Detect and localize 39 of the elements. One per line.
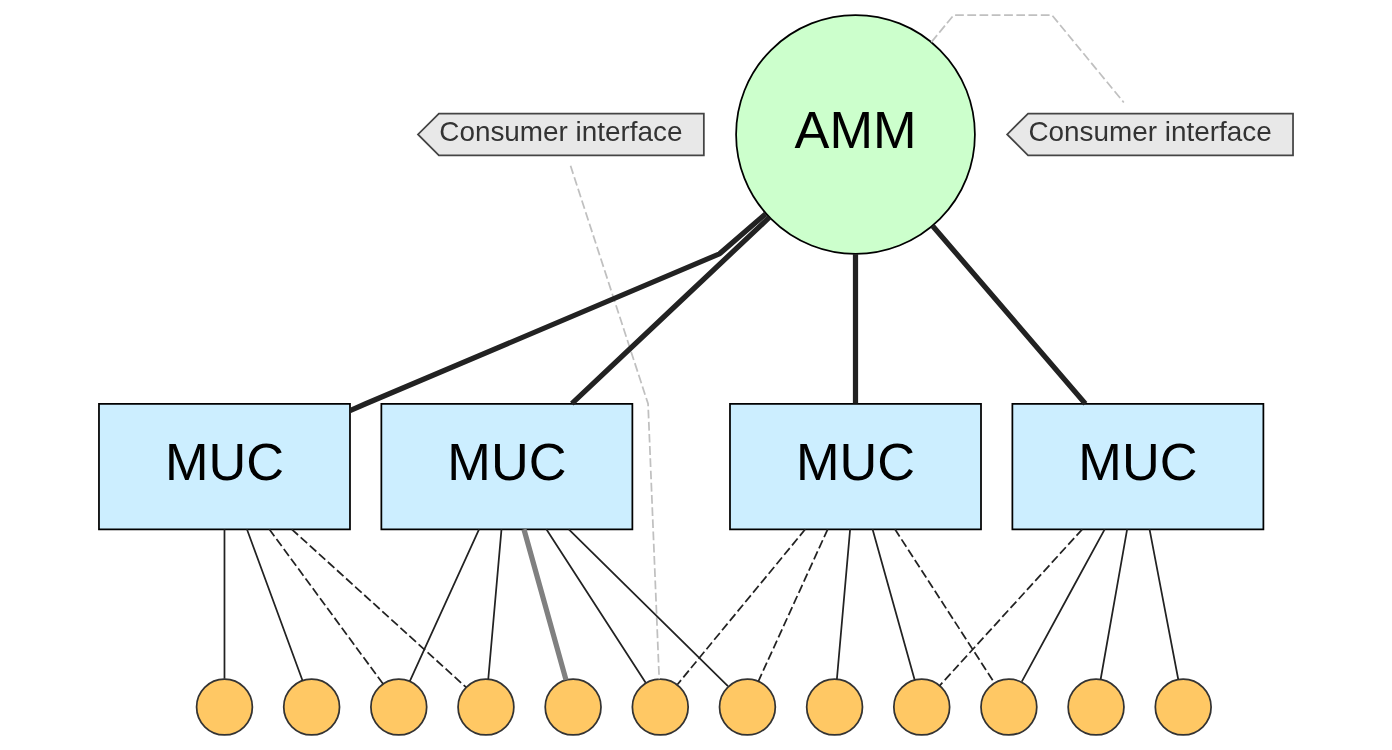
connector bbox=[409, 528, 480, 682]
connector bbox=[290, 528, 467, 689]
node-circle bbox=[370, 678, 428, 736]
connector bbox=[930, 14, 1125, 104]
connector bbox=[349, 212, 768, 413]
node-circle bbox=[893, 678, 951, 736]
node-circle bbox=[195, 678, 254, 736]
connector bbox=[1099, 528, 1128, 681]
connector bbox=[521, 528, 569, 681]
connector bbox=[1148, 528, 1180, 681]
node-circle bbox=[282, 678, 341, 736]
node-box: MUC bbox=[1011, 402, 1265, 531]
node-circle bbox=[1067, 678, 1125, 736]
connector bbox=[757, 528, 829, 682]
node-box: MUC bbox=[729, 402, 982, 531]
node-circle: AMM bbox=[735, 14, 976, 255]
connector bbox=[246, 528, 304, 682]
node-circle bbox=[1154, 678, 1212, 736]
node-circle bbox=[544, 678, 602, 736]
node-circle bbox=[718, 678, 777, 736]
connector bbox=[836, 528, 851, 681]
node-circle bbox=[980, 678, 1038, 736]
connector bbox=[567, 528, 729, 687]
connector bbox=[223, 528, 226, 680]
node-circle bbox=[805, 678, 864, 736]
connector bbox=[268, 528, 384, 685]
connector bbox=[938, 528, 1084, 687]
connector bbox=[852, 253, 859, 404]
node-circle bbox=[631, 678, 690, 736]
connector bbox=[487, 528, 503, 681]
connector bbox=[930, 224, 1088, 406]
connector bbox=[676, 528, 807, 686]
node-circle bbox=[457, 678, 515, 736]
connector bbox=[545, 528, 647, 684]
connector bbox=[1020, 528, 1106, 683]
node-box: MUC bbox=[380, 402, 634, 531]
connector bbox=[570, 215, 772, 406]
connector bbox=[871, 528, 916, 681]
node-box: MUC bbox=[98, 402, 351, 531]
